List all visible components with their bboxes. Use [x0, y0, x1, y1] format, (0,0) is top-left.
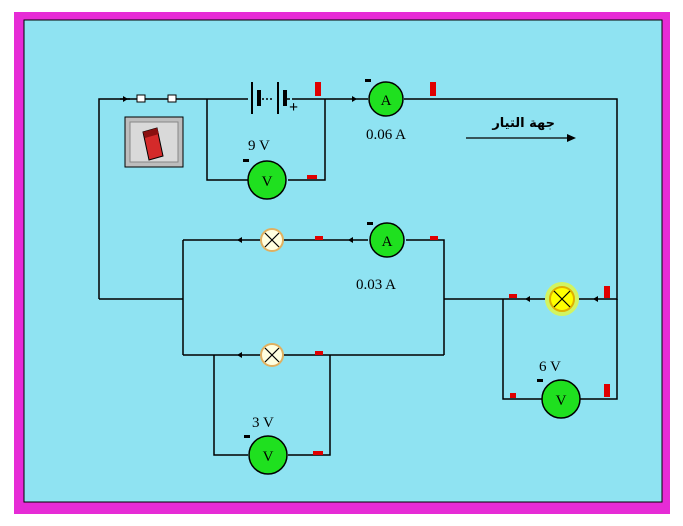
switch-contact — [120, 94, 177, 103]
parallel-voltage-label: 3 V — [252, 415, 274, 431]
main-current-label: 0.06 A — [366, 127, 406, 143]
battery-voltage-label: 9 V — [248, 138, 270, 154]
flow-arrow-left — [237, 237, 242, 243]
wire-right-voltmeter-loop-right — [580, 299, 618, 400]
current-direction-indicator: جهة التيار — [466, 116, 576, 142]
polarity-marker — [315, 82, 321, 96]
voltmeter-symbol: V — [556, 393, 567, 409]
polarity-marker — [313, 451, 323, 455]
panel-background — [23, 19, 663, 503]
wire-battery-voltmeter-loop-right — [288, 99, 326, 181]
current-direction-label: جهة التيار — [491, 116, 555, 131]
voltmeter-symbol: V — [263, 449, 274, 465]
lamp-series — [545, 282, 579, 316]
polarity-markers — [307, 82, 610, 455]
flow-arrow-left — [593, 296, 598, 302]
polarity-marker — [430, 236, 438, 240]
wire-battery-voltmeter-loop — [206, 99, 248, 181]
flow-arrows — [123, 96, 598, 358]
switch-toggle[interactable] — [124, 116, 184, 168]
lamp-lower-parallel — [260, 343, 284, 367]
wire-top-right — [404, 98, 618, 300]
polarity-marker — [315, 236, 323, 240]
wire-right-voltmeter-loop — [502, 299, 542, 400]
wire-lower-voltmeter-loop-right — [288, 355, 331, 456]
wire-lower-voltmeter-loop — [213, 355, 248, 456]
voltmeter-symbol: V — [262, 174, 273, 190]
flow-arrow-right — [352, 96, 357, 102]
battery-voltmeter: V — [243, 159, 287, 200]
polarity-marker — [430, 82, 436, 96]
polarity-marker — [307, 175, 317, 179]
flow-arrow-left — [348, 237, 353, 243]
wire-top-main — [98, 98, 250, 299]
lamp-upper-parallel — [260, 228, 284, 252]
branch-ammeter: A — [367, 222, 405, 258]
flow-arrow-left — [525, 296, 530, 302]
flow-arrow-left — [237, 352, 242, 358]
wire-parallel-upper-right — [406, 239, 445, 355]
ammeter-symbol: A — [382, 234, 393, 250]
battery-plus-sign: + — [289, 99, 298, 116]
polarity-marker — [604, 286, 610, 298]
ammeter-symbol: A — [381, 93, 392, 109]
polarity-marker — [509, 294, 517, 298]
flow-arrow-right — [123, 96, 128, 102]
branch-current-label: 0.03 A — [356, 277, 396, 293]
polarity-marker — [604, 384, 610, 397]
lamp-voltmeter: V — [537, 379, 581, 419]
parallel-voltmeter: V — [244, 435, 288, 475]
polarity-marker — [510, 393, 516, 398]
lamp-voltage-label: 6 V — [539, 359, 561, 375]
main-ammeter: A — [365, 79, 404, 117]
polarity-marker — [315, 351, 323, 355]
battery: + — [248, 80, 298, 118]
